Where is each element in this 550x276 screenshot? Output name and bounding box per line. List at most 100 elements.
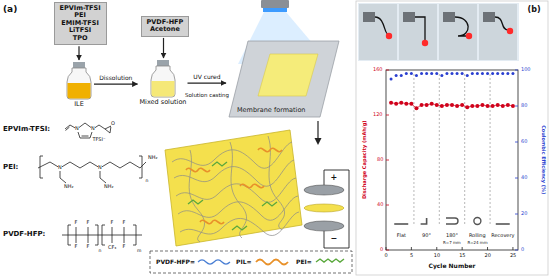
efficiency-point — [440, 74, 443, 77]
pvdf-hfp-structure — [62, 225, 142, 245]
legend-sample — [198, 260, 230, 264]
axis-title: Cycle Number — [429, 263, 476, 270]
panel-frame — [356, 1, 548, 275]
tick-mark — [386, 160, 389, 161]
vial-shape — [65, 62, 93, 100]
tick-mark — [386, 250, 389, 251]
section-divider — [464, 74, 465, 226]
atom-label: N — [91, 126, 96, 132]
capacity-point — [501, 104, 505, 108]
node-text: Acetone — [147, 26, 184, 33]
edge-label: Dissolution — [99, 75, 132, 82]
capacity-point — [430, 102, 434, 106]
step-label: Solution casting — [185, 92, 229, 98]
efficiency-point — [501, 72, 504, 75]
tick-mark — [411, 247, 412, 250]
capacity-line — [391, 103, 513, 109]
capacity-point — [486, 104, 490, 108]
capacity-point — [491, 104, 495, 108]
efficiency-point — [420, 72, 423, 75]
efficiency-point — [481, 72, 484, 75]
axis-tick: 25 — [510, 253, 516, 259]
condition-icon — [446, 218, 458, 224]
axis-tick: 5 — [410, 253, 413, 259]
membrane-layer — [304, 204, 344, 212]
efficiency-point — [491, 72, 494, 75]
atom-label: F — [110, 220, 114, 226]
efficiency-point — [425, 72, 428, 75]
tick-mark — [515, 106, 518, 107]
legend-text: PEI= — [296, 259, 312, 266]
tick-mark — [462, 247, 463, 250]
polymer-chains — [172, 136, 299, 242]
efficiency-point — [511, 72, 514, 75]
node-text: EPVIm-TFSI — [60, 5, 101, 12]
membrane-film — [258, 54, 318, 96]
axis-tick: 60 — [521, 139, 527, 145]
process-arrow — [94, 83, 138, 84]
efficiency-point — [435, 72, 438, 75]
condition-label: R=7 mm — [443, 241, 461, 245]
capacity-point — [399, 101, 403, 105]
efficiency-point — [410, 72, 413, 75]
condition-label: Rolling — [469, 233, 486, 239]
atom-label: F — [74, 244, 78, 250]
capacity-point — [420, 103, 424, 107]
photo — [399, 4, 437, 60]
axis-tick: 10 — [434, 253, 440, 259]
capacity-point — [404, 102, 408, 106]
capacity-point — [470, 104, 474, 108]
atom-label: N — [58, 165, 63, 171]
axis-tick: 20 — [521, 211, 527, 217]
atom-label: m — [137, 249, 142, 254]
atom-label: NH₂ — [148, 155, 159, 161]
node-text: PVDF-HFP — [147, 19, 184, 26]
tick-mark — [436, 247, 437, 250]
photo — [479, 4, 517, 60]
polarity-sign: + — [331, 174, 338, 183]
tick-mark — [386, 205, 389, 206]
panel-label: (b) — [528, 6, 541, 15]
atom-label: n — [98, 249, 102, 254]
efficiency-point — [456, 72, 459, 75]
tick-mark — [386, 247, 387, 250]
axis-tick: 80 — [521, 103, 527, 109]
atom-label: NH₂ — [64, 184, 75, 190]
atom-label: F — [122, 220, 126, 226]
node-text: Mixed solution — [140, 99, 187, 106]
node-text: Membrane formation — [237, 107, 306, 114]
tick-mark — [515, 178, 518, 179]
uv-lamp — [261, 0, 289, 8]
atom-label: N — [75, 126, 80, 132]
section-divider — [490, 74, 491, 226]
capacity-point — [450, 103, 454, 107]
compound-label: PVDF-HFP: — [3, 231, 45, 239]
legend-text: PIL= — [236, 259, 251, 266]
atom-label: n — [145, 179, 149, 184]
arrow-head — [315, 138, 322, 145]
atom-label: F — [122, 244, 126, 250]
panel-label: (a) — [3, 5, 17, 15]
axis-tick: 0 — [385, 253, 388, 259]
electrode-plate — [304, 221, 344, 231]
atom-label: F — [86, 220, 90, 226]
atom-label: F — [74, 220, 78, 226]
vial-liquid — [152, 81, 175, 97]
efficiency-point — [415, 74, 418, 77]
uv-lamp-bulb — [263, 8, 287, 12]
efficiency-point — [486, 72, 489, 75]
node-text: PEI — [60, 12, 101, 19]
efficiency-point — [390, 78, 393, 81]
capacity-point — [435, 103, 439, 107]
condition-label: Flat — [397, 233, 406, 239]
atom-label: TFSI⁻ — [92, 137, 106, 143]
condition-label: 180° — [446, 233, 458, 239]
pil-chains — [186, 148, 282, 223]
condition-icon — [474, 218, 481, 225]
tick-mark — [515, 214, 518, 215]
axis-tick: 40 — [377, 202, 383, 208]
efficiency-point — [461, 72, 464, 75]
capacity-point — [475, 104, 479, 108]
capacity-point — [506, 103, 510, 107]
